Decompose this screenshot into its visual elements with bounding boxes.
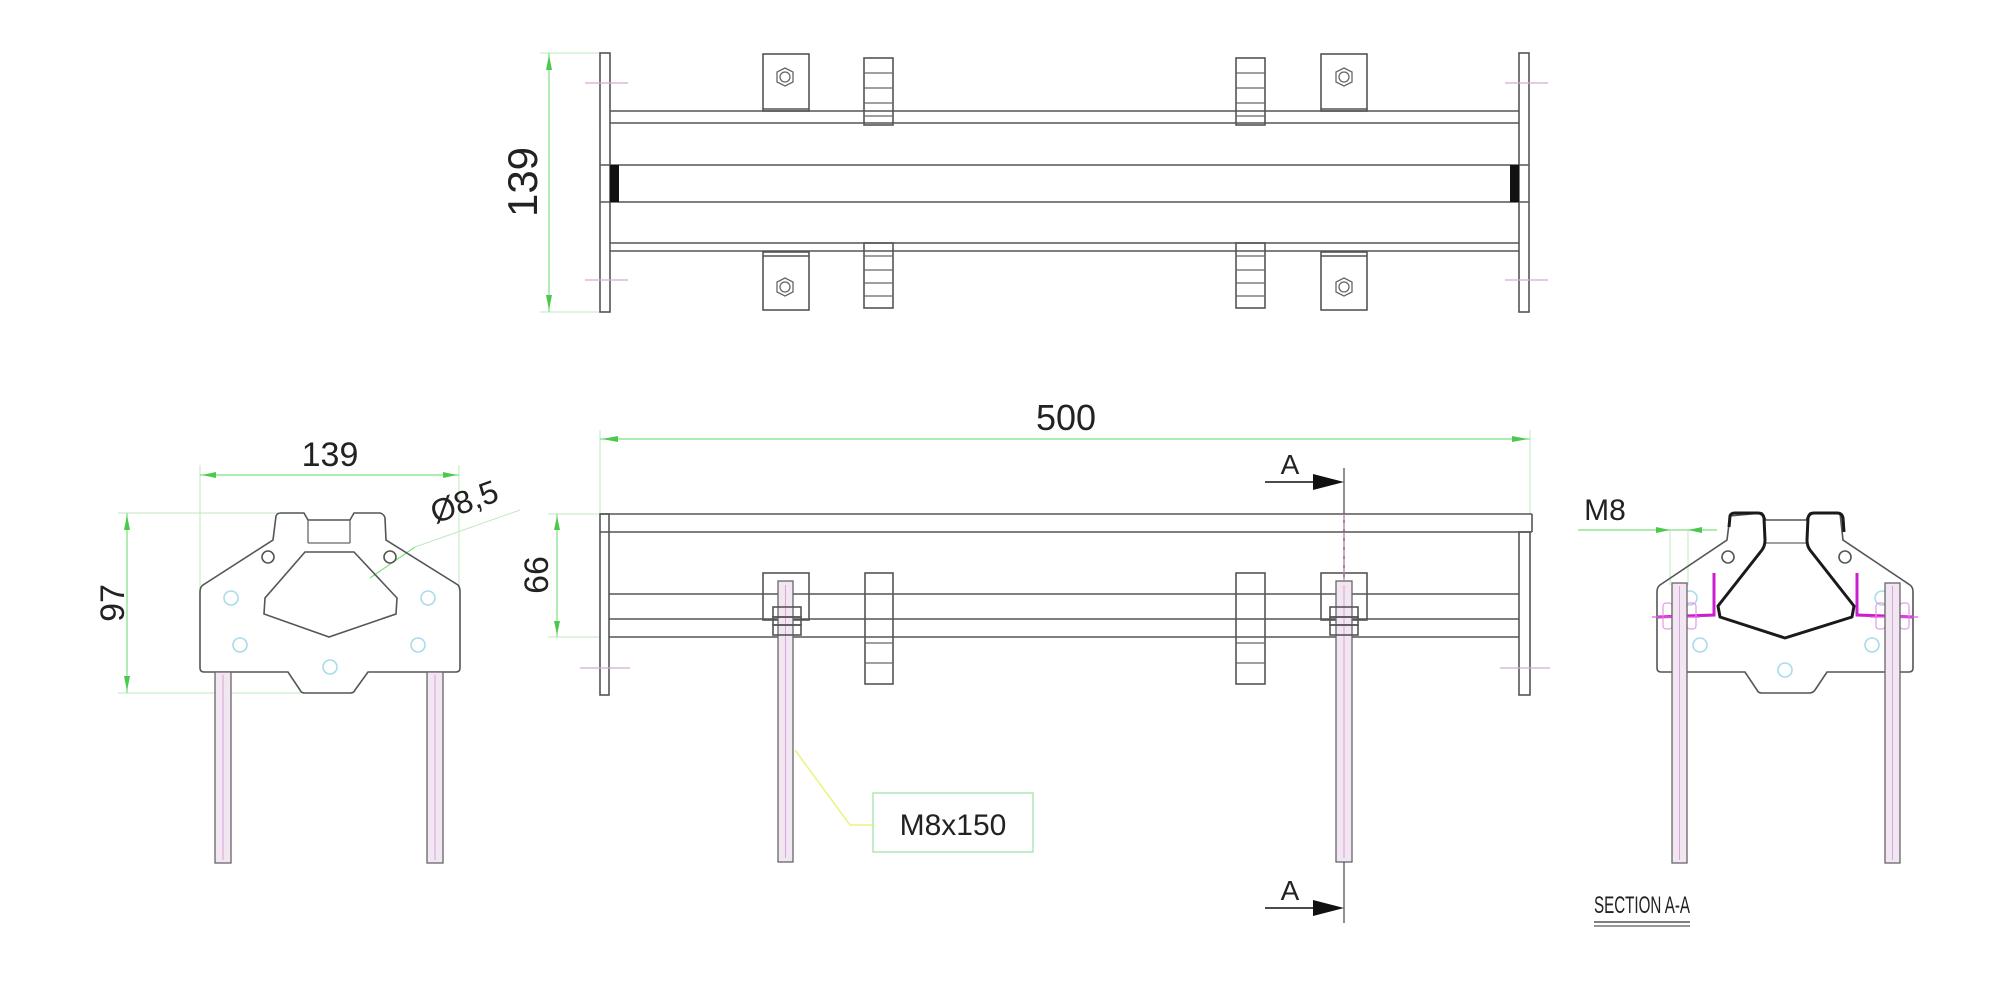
top-view-dimension-label: 139 <box>499 147 546 217</box>
hole-diameter-label: Ø8,5 <box>425 473 503 531</box>
bolt-assembly-left <box>762 572 810 863</box>
side-view-width-label: 139 <box>302 436 359 474</box>
top-view: 139 <box>499 52 1548 313</box>
bolt-callout-label: M8x150 <box>900 809 1007 842</box>
side-view-height-dimension: 97 <box>94 512 300 694</box>
thread-label: M8 <box>1584 494 1626 527</box>
side-plate-outline <box>199 512 461 694</box>
section-view: M8 SECTION A-A <box>1578 494 1918 927</box>
side-view: 139 97 Ø8,5 <box>94 436 521 864</box>
spacer-top-left <box>863 57 894 126</box>
right-end-plate <box>1518 52 1530 313</box>
side-plate-cutout <box>263 551 398 638</box>
front-left-end-plate <box>599 513 610 696</box>
bolt-assembly-right <box>1320 572 1368 863</box>
front-view-length-dimension: 500 <box>599 397 1531 514</box>
left-end-stop <box>610 165 619 202</box>
thread-dimension: M8 <box>1578 494 1717 585</box>
section-channel-profile <box>1716 511 1856 640</box>
section-arrow-top-icon <box>1313 474 1344 490</box>
nut-box-bottom-left <box>762 251 810 311</box>
front-right-end-plate <box>1518 531 1531 696</box>
hex-nut-icon <box>1335 67 1353 87</box>
front-view-length-label: 500 <box>1036 397 1096 438</box>
section-marker-bottom: A <box>1281 875 1300 906</box>
nut-box-top-right <box>1320 53 1368 112</box>
side-view-width-dimension: 139 <box>199 436 460 590</box>
nut-box-top-left <box>762 53 810 112</box>
front-spacer-right <box>1235 572 1266 685</box>
hex-nut-icon <box>1335 277 1353 297</box>
hex-nut-icon <box>776 277 794 297</box>
section-marker-top: A <box>1281 449 1300 480</box>
bolt-callout: M8x150 <box>794 749 1034 853</box>
hex-nut-icon <box>776 67 794 87</box>
left-end-plate <box>599 52 611 313</box>
side-view-height-label: 97 <box>94 584 132 622</box>
section-plate-outline <box>1656 512 1914 694</box>
nut-box-bottom-right <box>1320 251 1368 311</box>
front-view-height-dimension: 66 <box>518 513 600 638</box>
spacer-bottom-right <box>1235 242 1266 309</box>
right-end-stop <box>1510 165 1519 202</box>
section-title-label: SECTION A-A <box>1594 892 1690 919</box>
front-view-height-label: 66 <box>518 556 556 594</box>
front-view: 500 66 <box>518 397 1550 923</box>
spacer-top-right <box>1235 57 1266 126</box>
front-spacer-left <box>864 572 894 685</box>
top-view-height-dimension: 139 <box>499 52 600 313</box>
section-cut-line: A A <box>1265 449 1345 923</box>
spacer-bottom-left <box>863 242 894 309</box>
section-title: SECTION A-A <box>1594 892 1690 927</box>
section-arrow-bottom-icon <box>1313 900 1344 916</box>
